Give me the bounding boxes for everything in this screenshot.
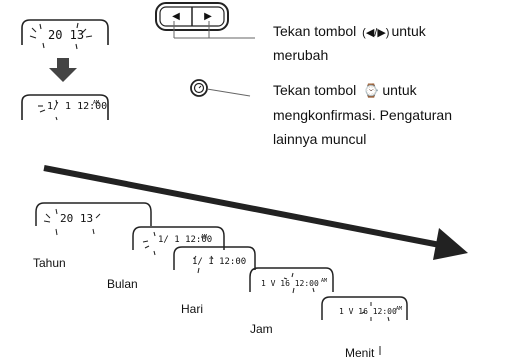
seq-screen-hari: 1/ 1 12:00	[192, 257, 247, 267]
left-arrow-icon: ◀	[172, 11, 180, 22]
instruction-line-5: lainnya muncul	[273, 131, 367, 147]
clock-icon: ⌚	[363, 84, 380, 99]
seq-label-tahun: Tahun	[33, 256, 66, 270]
seq-screen-tahun: 20 13	[60, 212, 94, 225]
month-screen-text: 1/ 1 12:00	[47, 101, 108, 112]
seq-screen-menit: 1 V 16 12:00	[339, 307, 397, 316]
arrow-buttons-symbol: (◀/▶)	[362, 27, 390, 39]
seq-screen-jam: 1 V 16 12:00	[261, 279, 319, 288]
seq-label-menit: Menit	[345, 346, 375, 360]
instruction-line-4: mengkonfirmasi. Pengaturan	[273, 107, 452, 123]
seq-label-jam: Jam	[250, 322, 273, 336]
left-arrow-button[interactable]: ◀	[162, 8, 190, 25]
month-screen-ampm: AM	[93, 100, 100, 106]
seq-screen-bulan: 1/ 1 12:00	[158, 235, 213, 245]
right-arrow-button[interactable]: ▶	[194, 8, 222, 25]
instruction-line-1: Tekan tombol (◀/▶)untuk	[273, 23, 426, 39]
seq-label-bulan: Bulan	[107, 277, 138, 291]
year-screen-text: 20 13	[48, 28, 85, 42]
seq-screen-jam-ampm: AM	[321, 278, 328, 284]
seq-screen-bulan-ampm: AM	[201, 234, 208, 240]
seq-label-hari: Hari	[181, 302, 204, 316]
instruction-line-2: merubah	[273, 47, 329, 63]
right-arrow-icon: ▶	[204, 11, 212, 22]
instruction-line-3: Tekan tombol ⌚untuk	[273, 82, 417, 99]
seq-screen-menit-ampm: AM	[396, 306, 403, 312]
